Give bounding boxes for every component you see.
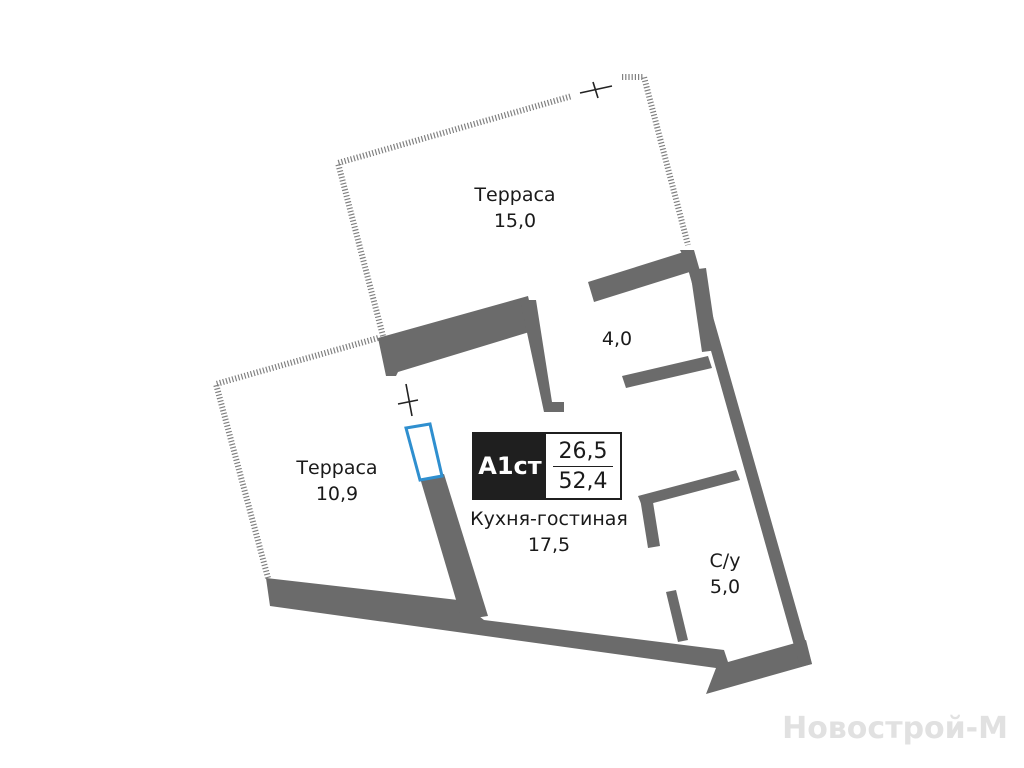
left-partition bbox=[420, 474, 488, 620]
room-area: 10,9 bbox=[315, 483, 359, 505]
room-label-bathroom: С/у 5,0 bbox=[700, 548, 750, 600]
room-label-terrace-top: Терраса 15,0 bbox=[470, 182, 560, 234]
unit-areas: 26,5 52,4 bbox=[546, 434, 620, 498]
room-name: С/у bbox=[709, 550, 741, 572]
kitchen-upper-partition bbox=[520, 300, 564, 412]
walls bbox=[266, 250, 812, 694]
total-area: 52,4 bbox=[558, 468, 608, 494]
bathroom-left-wall-upper bbox=[640, 496, 660, 548]
window bbox=[404, 422, 444, 482]
bottom-wall bbox=[266, 578, 812, 694]
room-label-terrace-left: Терраса 10,9 bbox=[292, 455, 382, 507]
watermark: Новострой-М bbox=[782, 711, 1008, 746]
unit-code: А1ст bbox=[474, 434, 546, 498]
room-label-storage: 4,0 bbox=[592, 326, 642, 352]
storage-divider bbox=[690, 268, 718, 352]
room-name: Терраса bbox=[296, 457, 378, 479]
room-area: 4,0 bbox=[601, 328, 633, 350]
storage-top-wall bbox=[588, 250, 696, 302]
storage-bottom-wall bbox=[622, 356, 712, 388]
living-area: 26,5 bbox=[553, 439, 613, 467]
right-outer-wall bbox=[680, 250, 812, 667]
upper-left-wall bbox=[378, 296, 536, 376]
room-name: Кухня-гостиная bbox=[470, 508, 628, 530]
door-marker bbox=[397, 383, 419, 417]
bathroom-left-wall-lower bbox=[666, 590, 688, 642]
terrace-top-railing bbox=[334, 74, 691, 337]
room-name: Терраса bbox=[474, 184, 556, 206]
room-area: 5,0 bbox=[709, 576, 741, 598]
bathroom-top-wall bbox=[638, 470, 740, 506]
railing-break-marks bbox=[579, 81, 613, 99]
room-area: 15,0 bbox=[493, 210, 537, 232]
unit-badge: А1ст 26,5 52,4 bbox=[472, 432, 622, 500]
room-area: 17,5 bbox=[527, 534, 571, 556]
room-label-kitchen-living: Кухня-гостиная 17,5 bbox=[464, 506, 634, 558]
